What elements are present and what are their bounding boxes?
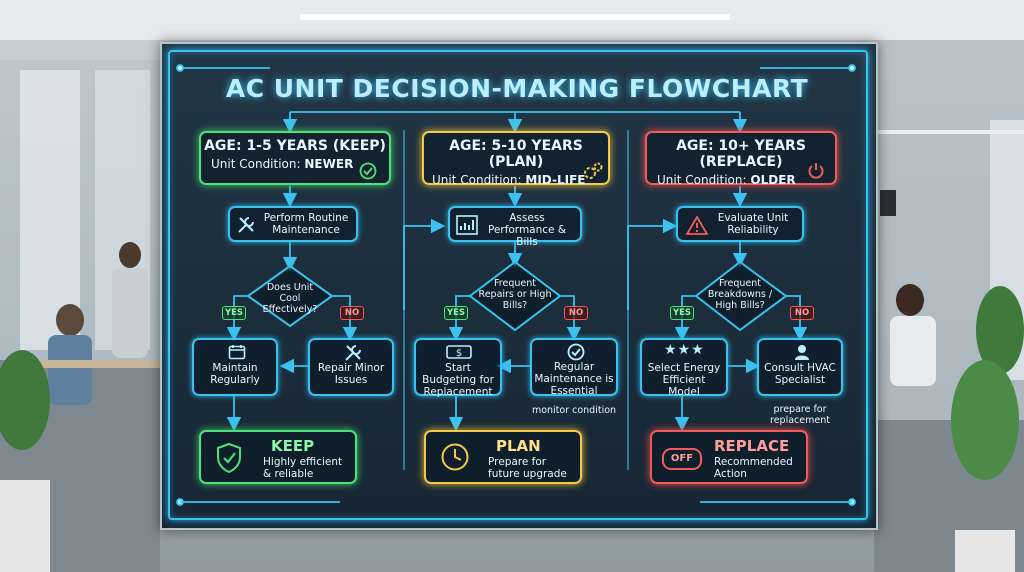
yes-badge: YES: [222, 306, 246, 320]
header-condition: Unit Condition: NEWER: [211, 157, 354, 171]
no-badge: NO: [790, 306, 814, 320]
action-regular-maintenance: Regular Maintenance is Essential: [530, 338, 618, 397]
action-repair-minor: Repair Minor Issues: [308, 338, 394, 396]
check-circle-icon: [567, 343, 585, 361]
result-title: PLAN: [496, 437, 541, 455]
action-label: Maintain Regularly: [210, 362, 260, 386]
action-start-budgeting: $ Start Budgeting for Replacement: [414, 338, 502, 398]
result-replace: OFF REPLACE Recommended Action: [650, 430, 808, 484]
warning-icon: [686, 216, 708, 235]
question-text: Frequent Repairs or High Bills?: [478, 278, 552, 311]
step-label: Evaluate Unit Reliability: [717, 212, 789, 236]
svg-text:$: $: [456, 348, 462, 359]
header-plan: AGE: 5-10 YEARS (PLAN) Unit Condition: M…: [422, 131, 610, 187]
question-text: Does Unit Cool Effectively?: [262, 282, 318, 315]
action-consult-specialist: Consult HVAC Specialist: [757, 338, 843, 396]
yes-badge: YES: [444, 306, 468, 320]
step-assess-performance: Assess Performance & Bills: [448, 206, 582, 248]
question-text: Frequent Breakdowns / High Bills?: [707, 278, 773, 311]
decision-diamond-3: [694, 260, 788, 332]
header-replace: AGE: 10+ YEARS (REPLACE) Unit Condition:…: [645, 131, 837, 187]
tools-icon: [345, 345, 361, 361]
result-title: REPLACE: [714, 437, 790, 455]
action-note: monitor condition: [531, 405, 617, 416]
step-label: Assess Performance & Bills: [487, 212, 567, 248]
action-maintain-regularly: Maintain Regularly: [192, 338, 278, 396]
header-title: AGE: 5-10 YEARS (PLAN): [449, 138, 583, 170]
shield-check-icon: [217, 442, 241, 474]
decision-diamond-1: [246, 264, 334, 328]
header-title: AGE: 1-5 YEARS (KEEP): [204, 138, 386, 154]
header-title: AGE: 10+ YEARS (REPLACE): [676, 138, 806, 170]
action-label: Select Energy Efficient Model: [647, 362, 721, 398]
money-icon: $: [446, 345, 472, 359]
page-title: AC UNIT DECISION-MAKING FLOWCHART: [225, 74, 809, 103]
header-condition: Unit Condition: OLDER: [657, 173, 796, 187]
calendar-icon: [228, 345, 246, 360]
check-circle-icon: [359, 162, 377, 180]
no-badge: NO: [564, 306, 588, 320]
off-badge: OFF: [662, 448, 702, 470]
power-icon: [808, 163, 824, 179]
yes-badge: YES: [670, 306, 694, 320]
wrench-screwdriver-icon: [238, 217, 254, 233]
result-subtitle: Prepare for future upgrade: [488, 456, 567, 480]
decision-diamond-2: [468, 260, 562, 332]
specialist-icon: [795, 345, 809, 360]
star-rating-icon: ★★★: [664, 342, 705, 358]
bar-chart-icon: [456, 215, 478, 235]
action-label: Regular Maintenance is Essential: [534, 361, 614, 397]
action-label: Repair Minor Issues: [317, 362, 385, 386]
header-keep: AGE: 1-5 YEARS (KEEP) Unit Condition: NE…: [199, 131, 391, 185]
action-label: Start Budgeting for Replacement: [422, 362, 494, 398]
step-evaluate-reliability: Evaluate Unit Reliability: [676, 206, 804, 242]
result-subtitle: Recommended Action: [714, 456, 793, 480]
gears-icon: [584, 162, 603, 179]
result-keep: KEEP Highly efficient & reliable: [199, 430, 357, 484]
no-badge: NO: [340, 306, 364, 320]
result-title: KEEP: [271, 437, 315, 455]
step-routine-maintenance: Perform Routine Maintenance: [228, 206, 358, 242]
action-select-efficient-model: ★★★ Select Energy Efficient Model: [640, 338, 728, 398]
header-condition: Unit Condition: MID-LIFE: [432, 173, 586, 187]
result-plan: PLAN Prepare for future upgrade: [424, 430, 582, 484]
result-subtitle: Highly efficient & reliable: [263, 456, 343, 480]
step-label: Perform Routine Maintenance: [263, 212, 349, 236]
action-note: prepare for replacement: [770, 404, 830, 426]
clock-icon: [441, 443, 469, 471]
action-label: Consult HVAC Specialist: [764, 362, 836, 386]
board-inner-frame: [168, 50, 868, 520]
